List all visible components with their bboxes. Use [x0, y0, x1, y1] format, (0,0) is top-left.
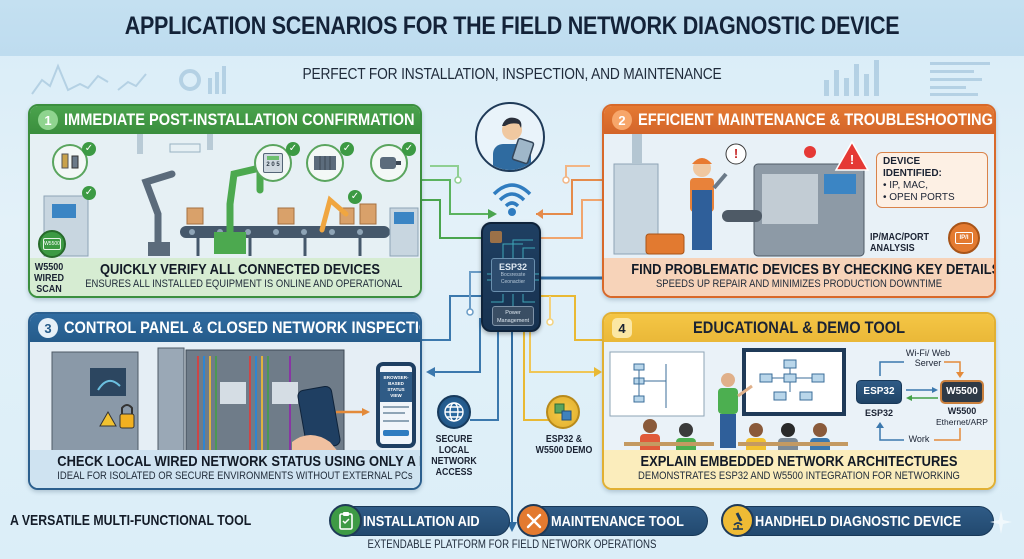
header-band [0, 0, 1024, 56]
maintenance-illustration: ! ! DEVICE IDENTIFIED: • IP, MAC, • OPEN… [604, 134, 994, 260]
panel-number: 3 [38, 318, 58, 338]
w5500-chip-label: W5500 [43, 238, 61, 250]
w5500-caption: W5500 [947, 406, 977, 416]
panel-headline: QUICKLY VERIFY ALL CONNECTED DEVICES [99, 261, 381, 278]
panel-post-installation: 1 IMMEDIATE POST-INSTALLATION CONFIRMATI… [28, 104, 422, 298]
phone-body: 2 0 5 [263, 153, 283, 173]
panel-headline: CHECK LOCAL WIRED NETWORK STATUS USING O… [57, 453, 420, 470]
monitor-text: IP/I [955, 232, 973, 244]
panel-headline: EXPLAIN EMBEDDED NETWORK ARCHITECTURES [640, 453, 958, 470]
power-management-module: Power Management [492, 306, 534, 326]
panel-header: 2 EFFICIENT MAINTENANCE & TROUBLESHOOTIN… [604, 106, 994, 134]
cabinet-illustration [30, 342, 420, 454]
decorative-bars-icon [824, 60, 990, 96]
check-icon: ✓ [286, 142, 300, 156]
esp32-device: ESP32 Bocsresste Ceonactier Power Manage… [481, 222, 541, 332]
classroom-scene [604, 342, 994, 454]
check-icon: ✓ [340, 142, 354, 156]
panel-footer: FIND PROBLEMATIC DEVICES BY CHECKING KEY… [604, 258, 994, 296]
check-icon: ✓ [82, 186, 96, 200]
chips-icon [546, 395, 580, 429]
circuit-traces [487, 239, 539, 306]
plc-device-icon [306, 144, 344, 182]
esp32-caption: ESP32 [864, 408, 894, 418]
microscope-icon [721, 504, 754, 537]
pill-handheld-diagnostic: HANDHELD DIAGNOSTIC DEVICE [721, 504, 994, 537]
panel-header: 3 CONTROL PANEL & CLOSED NETWORK INSPECT… [30, 314, 420, 342]
wifi-icon [492, 183, 532, 216]
demo-label: ESP32 & W5500 DEMO [535, 434, 593, 456]
page-title: APPLICATION SCENARIOS FOR THE FIELD NETW… [124, 12, 900, 40]
pill-label: INSTALLATION AID [363, 512, 480, 530]
monitor-analysis-icon: IP/I [948, 222, 980, 254]
technician-avatar [475, 102, 545, 172]
panel-footer: EXPLAIN EMBEDDED NETWORK ARCHITECTURES D… [604, 450, 994, 488]
globe-icon [437, 395, 471, 429]
chip-subtitle-2: Ceonactier [500, 279, 526, 285]
esp32-node: ESP32 [856, 380, 902, 404]
wifi-webserver-label: Wi-Fi/ Web Server [905, 348, 951, 368]
callout-item: • IP, MAC, [883, 180, 928, 191]
check-icon: ✓ [402, 142, 416, 156]
panel-headline: FIND PROBLEMATIC DEVICES BY CHECKING KEY… [631, 261, 996, 278]
pill-maintenance-tool: MAINTENANCE TOOL [517, 504, 708, 537]
factory-illustration: ✓ ✓ 2 0 5 ✓ ✓ ✓ ✓ W5500 [30, 134, 420, 260]
clipboard-check-icon [329, 504, 362, 537]
work-label: Work [908, 434, 930, 444]
control-panel-illustration: BROWSER-BASED STATUS VIEW [30, 342, 420, 454]
panel-subline: ENSURES ALL INSTALLED EQUIPMENT IS ONLIN… [85, 278, 403, 290]
panel-maintenance: 2 EFFICIENT MAINTENANCE & TROUBLESHOOTIN… [602, 104, 996, 298]
check-icon: ✓ [348, 190, 362, 204]
panel-number: 2 [612, 110, 632, 130]
motor-device-icon [370, 144, 408, 182]
browser-phone: BROWSER-BASED STATUS VIEW [376, 362, 416, 448]
panel-subline: DEMONSTRATES ESP32 AND W5500 INTEGRATION… [638, 470, 960, 482]
phone-device-icon: 2 0 5 [254, 144, 292, 182]
panel-title: EDUCATIONAL & DEMO TOOL [693, 318, 905, 337]
browser-status-title: BROWSER-BASED STATUS VIEW [380, 372, 412, 402]
esp32-chip: ESP32 Bocsresste Ceonactier [491, 258, 535, 292]
panel-title: CONTROL PANEL & CLOSED NETWORK INSPECTIO… [64, 318, 422, 337]
pill-label: HANDHELD DIAGNOSTIC DEVICE [755, 512, 962, 530]
classroom-illustration: Wi-Fi/ Web Server ESP32 ESP32 W5500 W550… [604, 342, 994, 454]
wrench-screwdriver-icon [517, 504, 550, 537]
analysis-label: IP/MAC/PORT ANALYSIS [870, 232, 930, 254]
phone-screen-digits: 2 0 5 [266, 162, 280, 168]
panel-header: 1 IMMEDIATE POST-INSTALLATION CONFIRMATI… [30, 106, 420, 134]
decorative-chart-icon [31, 63, 226, 95]
panel-title: EFFICIENT MAINTENANCE & TROUBLESHOOTING [638, 110, 993, 129]
device-identified-callout: DEVICE IDENTIFIED: • IP, MAC, • OPEN POR… [876, 152, 988, 208]
pill-installation-aid: INSTALLATION AID [329, 504, 510, 537]
panel-control-panel: 3 CONTROL PANEL & CLOSED NETWORK INSPECT… [28, 312, 422, 490]
callout-item: • OPEN PORTS [883, 192, 955, 203]
page-subtitle: PERFECT FOR INSTALLATION, INSPECTION, AN… [302, 66, 722, 83]
panel-number: 4 [612, 318, 632, 338]
phone-display [267, 156, 279, 160]
panel-subline: SPEEDS UP REPAIR AND MINIMIZES PRODUCTIO… [655, 278, 943, 290]
pill-label: MAINTENANCE TOOL [551, 512, 684, 530]
footer-tagline: EXTENDABLE PLATFORM FOR FIELD NETWORK OP… [367, 539, 657, 551]
sparkle-icon [990, 510, 1012, 534]
panel-header: 4 EDUCATIONAL & DEMO TOOL [604, 314, 994, 342]
ethernet-arp-label: Ethernet/ARP [936, 417, 988, 427]
panel-subline: IDEAL FOR ISOLATED OR SECURE ENVIRONMENT… [57, 470, 413, 482]
chip-title: ESP32 [498, 262, 528, 272]
warning-triangle-mark: ! [849, 152, 855, 167]
panel-footer: QUICKLY VERIFY ALL CONNECTED DEVICES ENS… [30, 258, 420, 296]
panel-footer: CHECK LOCAL WIRED NETWORK STATUS USING O… [30, 450, 420, 488]
footer-lead: A VERSATILE MULTI-FUNCTIONAL TOOL [10, 512, 252, 529]
w5500-node: W5500 [940, 380, 984, 404]
alert-bubble-mark: ! [733, 146, 739, 161]
panel-number: 1 [38, 110, 58, 130]
browser-action-button [383, 430, 409, 436]
chip-subtitle-1: Bocsresste [500, 272, 526, 278]
sensor-icon [490, 231, 502, 243]
panel-educational: 4 EDUCATIONAL & DEMO TOOL [602, 312, 996, 490]
callout-title: DEVICE IDENTIFIED: [883, 156, 942, 179]
w5500-chip-icon: W5500 [38, 230, 66, 258]
secure-network-label: SECURE LOCAL NETWORK ACCESS [431, 434, 477, 478]
panel-title: IMMEDIATE POST-INSTALLATION CONFIRMATION [64, 110, 415, 129]
w5500-wired-scan-label: W5500 WIRED SCAN [33, 262, 65, 295]
check-icon: ✓ [82, 142, 96, 156]
